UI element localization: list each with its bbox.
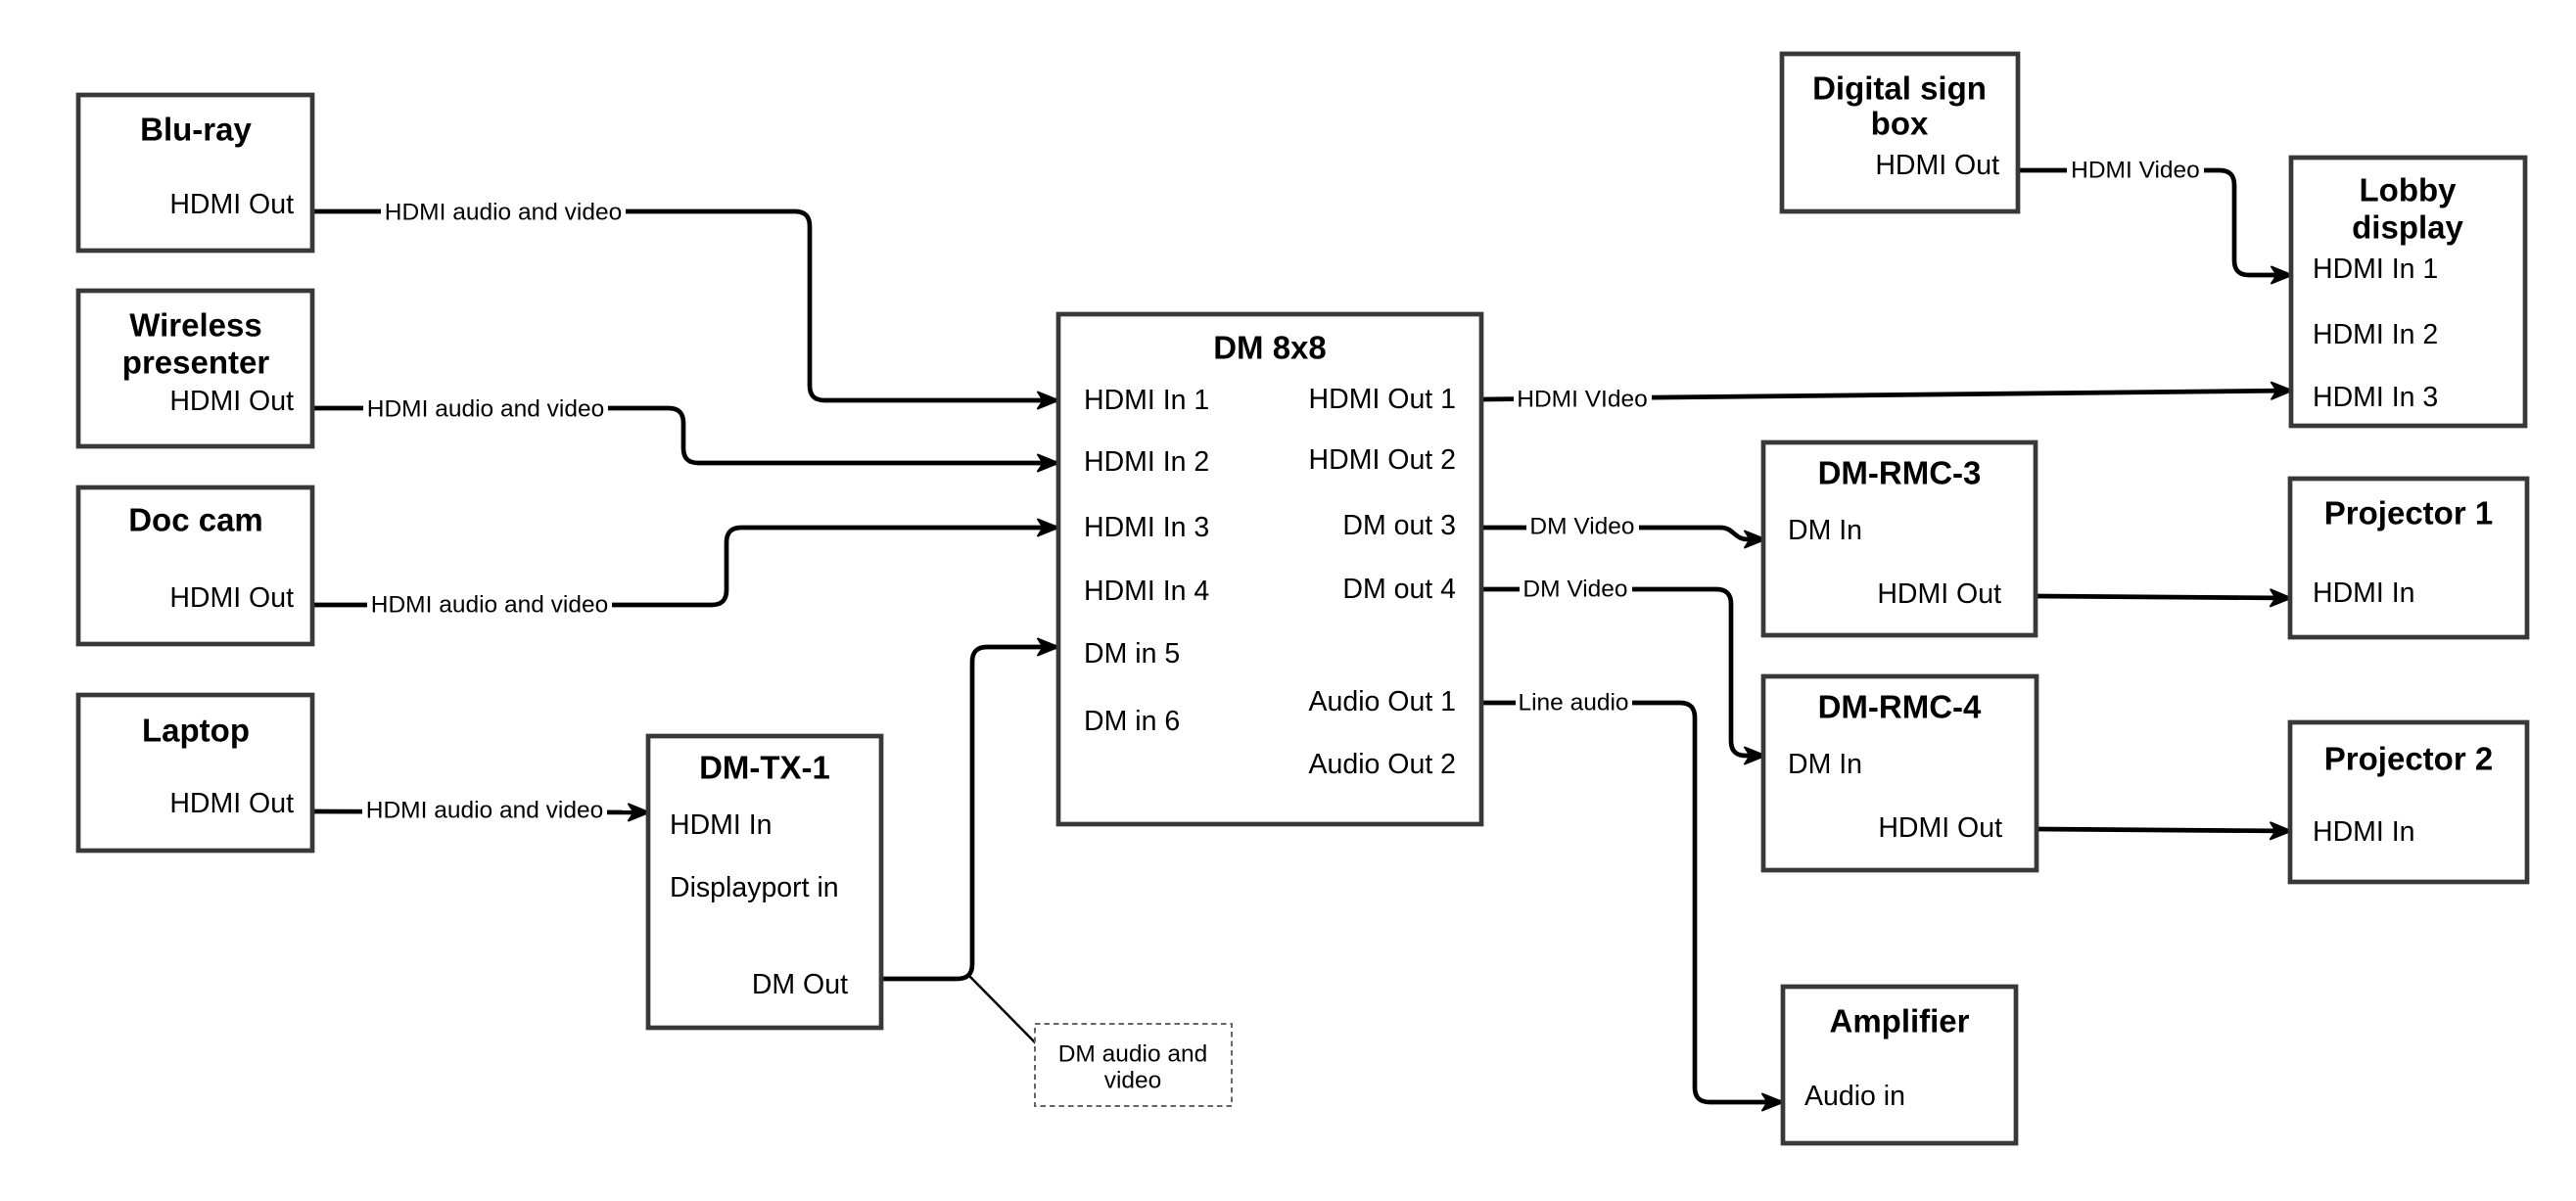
svg-text:Audio in: Audio in (1804, 1081, 1905, 1112)
svg-text:box: box (1871, 106, 1929, 142)
svg-text:HDMI audio and video: HDMI audio and video (367, 396, 604, 423)
svg-text:DM out 4: DM out 4 (1342, 574, 1456, 605)
svg-text:HDMI In 4: HDMI In 4 (1084, 576, 1209, 607)
svg-text:HDMI Out: HDMI Out (169, 582, 294, 614)
svg-text:Line audio: Line audio (1518, 690, 1628, 716)
svg-text:Laptop: Laptop (142, 713, 250, 749)
svg-text:HDMI Out: HDMI Out (1878, 812, 2002, 844)
svg-text:HDMI In 3: HDMI In 3 (2313, 382, 2438, 413)
svg-text:HDMI VIdeo: HDMI VIdeo (1517, 387, 1647, 413)
svg-text:HDMI Out 2: HDMI Out 2 (1309, 444, 1456, 476)
svg-text:HDMI audio and video: HDMI audio and video (385, 200, 622, 226)
svg-text:HDMI In 2: HDMI In 2 (1084, 446, 1209, 478)
svg-text:HDMI Out 1: HDMI Out 1 (1309, 384, 1456, 415)
svg-text:Projector 1: Projector 1 (2324, 495, 2493, 531)
svg-text:DM-RMC-3: DM-RMC-3 (1818, 455, 1982, 491)
svg-text:DM out 3: DM out 3 (1342, 510, 1456, 541)
svg-text:DM Video: DM Video (1522, 577, 1627, 603)
svg-text:HDMI In: HDMI In (2313, 577, 2415, 609)
svg-text:Amplifier: Amplifier (1829, 1003, 1969, 1039)
svg-text:DM In: DM In (1788, 515, 1862, 546)
svg-text:Wireless: Wireless (129, 307, 261, 344)
svg-text:Blu-ray: Blu-ray (140, 112, 252, 148)
svg-text:HDMI Out: HDMI Out (169, 189, 294, 220)
svg-text:HDMI In: HDMI In (670, 809, 773, 841)
svg-text:HDMI Out: HDMI Out (1877, 578, 2001, 610)
svg-text:Digital sign: Digital sign (1812, 70, 1987, 107)
svg-text:DM Out: DM Out (752, 969, 848, 1000)
svg-text:HDMI In 1: HDMI In 1 (1084, 385, 1209, 416)
svg-text:DM audio and: DM audio and (1058, 1041, 1208, 1068)
svg-text:HDMI Video: HDMI Video (2071, 158, 2200, 184)
svg-text:Projector 2: Projector 2 (2324, 741, 2493, 777)
svg-text:HDMI In 3: HDMI In 3 (1084, 512, 1209, 543)
svg-text:HDMI In: HDMI In (2313, 816, 2415, 848)
svg-text:HDMI Out: HDMI Out (169, 386, 294, 417)
svg-text:display: display (2352, 209, 2463, 246)
svg-text:DM in 6: DM in 6 (1084, 706, 1180, 737)
svg-text:video: video (1104, 1068, 1162, 1094)
svg-text:HDMI audio and video: HDMI audio and video (366, 798, 603, 824)
svg-text:Doc cam: Doc cam (128, 502, 263, 538)
svg-text:HDMI Out: HDMI Out (169, 788, 294, 819)
svg-text:Lobby: Lobby (2360, 172, 2458, 208)
svg-text:presenter: presenter (122, 345, 270, 381)
svg-text:DM-RMC-4: DM-RMC-4 (1818, 689, 1982, 725)
svg-text:DM in 5: DM in 5 (1084, 638, 1180, 670)
svg-text:Displayport in: Displayport in (670, 872, 839, 903)
svg-text:DM 8x8: DM 8x8 (1213, 330, 1327, 366)
svg-text:DM In: DM In (1788, 749, 1862, 780)
svg-text:HDMI Out: HDMI Out (1875, 150, 1999, 181)
svg-text:DM Video: DM Video (1529, 514, 1634, 540)
svg-text:Audio Out 1: Audio Out 1 (1308, 686, 1456, 717)
svg-text:DM-TX-1: DM-TX-1 (699, 750, 830, 786)
svg-text:HDMI audio and video: HDMI audio and video (371, 592, 608, 619)
svg-text:Audio Out 2: Audio Out 2 (1308, 749, 1456, 780)
svg-text:HDMI In 1: HDMI In 1 (2313, 254, 2438, 285)
svg-text:HDMI In 2: HDMI In 2 (2313, 319, 2438, 350)
